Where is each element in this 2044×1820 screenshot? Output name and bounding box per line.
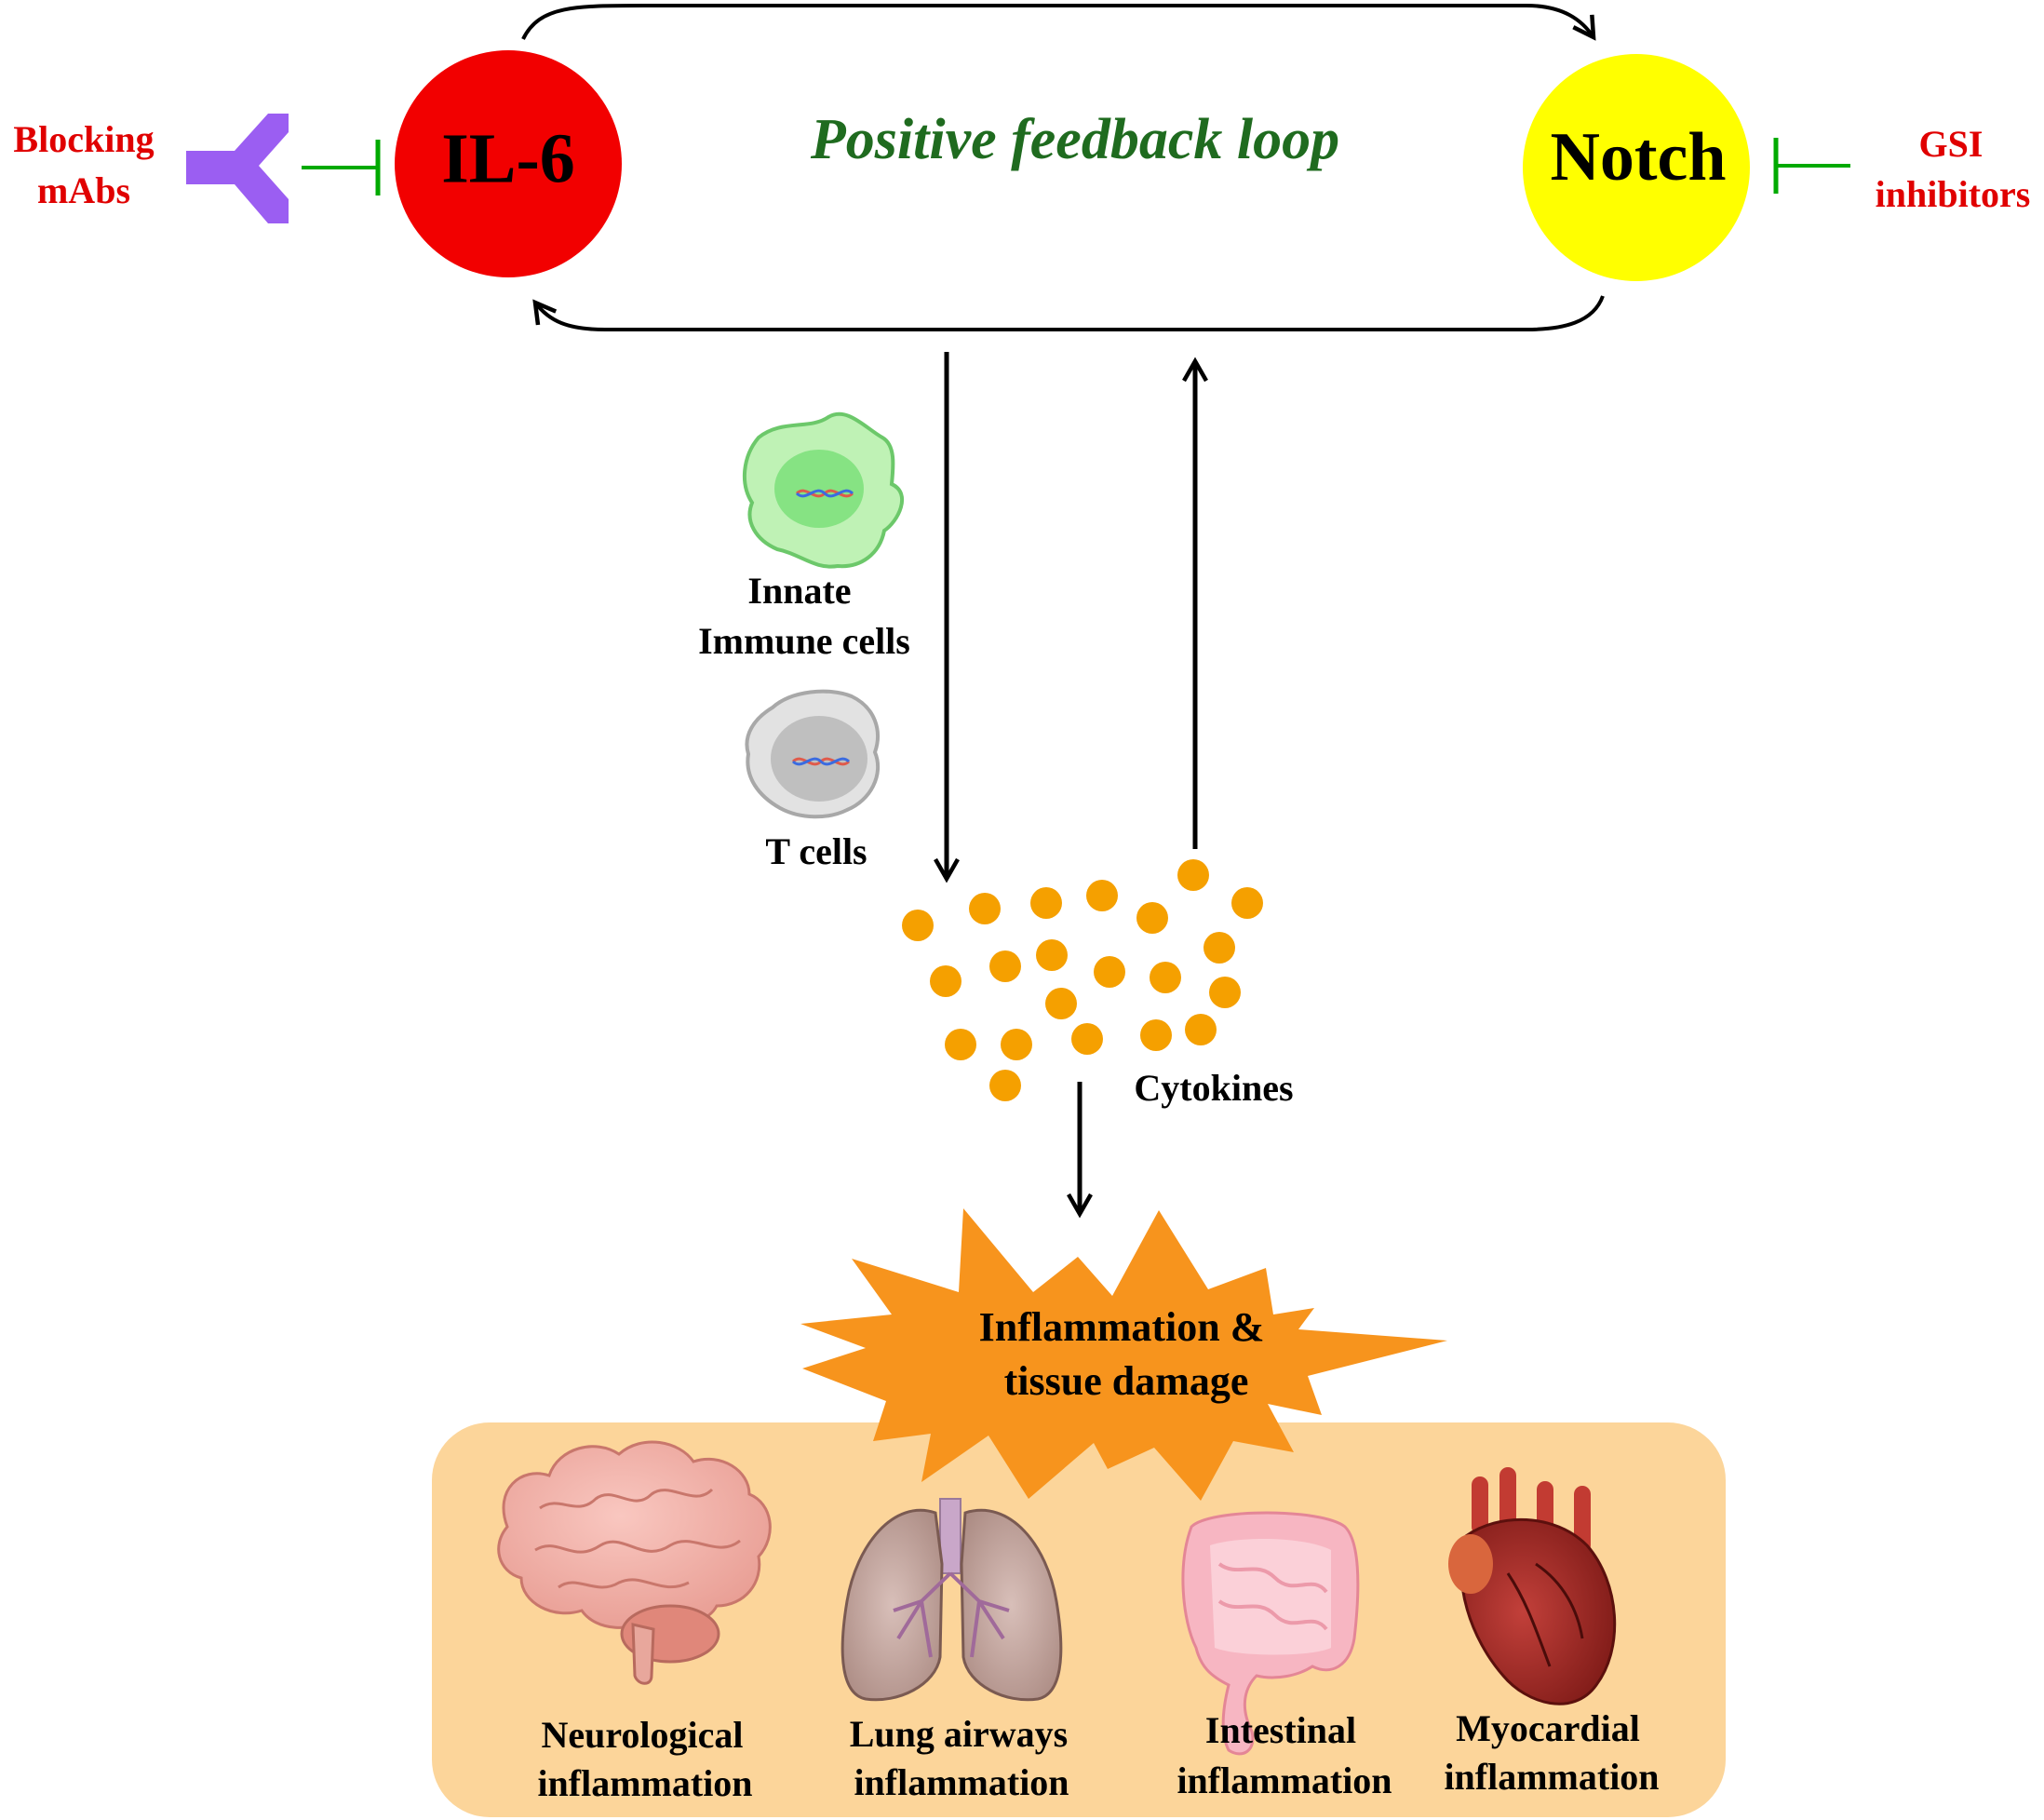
cytokine-dot [1036,939,1068,971]
cytokine-dot [989,950,1021,982]
cytokine-dot [1185,1014,1217,1045]
cytokine-dot [1177,859,1209,891]
organ-label-intestinal: Intestinal inflammation [1177,1709,1392,1801]
cytokine-dot [1071,1023,1103,1055]
intestine-icon [1181,1511,1360,1756]
cytokine-dot [1150,962,1181,993]
damage-label-line2: tissue damage [1004,1358,1249,1404]
organ-label-line2: inflammation [1444,1756,1659,1798]
innate-label-line1: Innate [747,570,851,612]
cytokine-dot [1030,887,1062,919]
loop-label: Positive feedback loop [810,108,1339,171]
organ-label-neurological: Neurological inflammation [537,1714,752,1804]
organ-label-line1: Lung airways [850,1713,1069,1755]
cytokine-dot [1045,988,1077,1019]
feedback-loop: IL-6 Notch Positive feedback loop [395,3,1750,331]
inflammation-burst [800,1208,1447,1501]
blocking-label-line1: Blocking [13,118,154,160]
cytokine-dot [1086,880,1118,911]
gsi-label-line1: GSI [1919,123,1983,165]
organ-label-line2: inflammation [1177,1759,1392,1801]
cytokine-dot [1136,902,1168,934]
notch-node [1523,54,1750,281]
cytokine-dot [1204,932,1235,964]
blocking-mabs-inhibitor: Blocking mAbs [13,114,381,223]
il6-node [395,50,622,277]
cytokine-dot [930,965,961,997]
loop-arrow-bottom [532,295,1605,331]
notch-label: Notch [1550,119,1726,195]
innate-label-line2: Immune cells [698,620,910,662]
cytokines-label: Cytokines [1134,1067,1293,1109]
innate-immune-cell: Innate Immune cells [698,411,910,662]
cytokine-dot [969,893,1001,924]
organ-label-line2: inflammation [854,1761,1069,1803]
cytokine-dot [902,910,934,941]
cytokine-dot [945,1029,976,1060]
cytokine-dot [989,1070,1021,1101]
damage-label-line1: Inflammation & [979,1304,1265,1350]
cytokine-dot [1001,1029,1032,1060]
il6-label: IL-6 [441,119,575,197]
cytokine-dot [1140,1019,1172,1051]
t-cell: T cells [745,689,881,872]
organ-label-myocardial: Myocardial inflammation [1444,1707,1659,1798]
cytokine-dot [1209,977,1241,1008]
gsi-label-line2: inhibitors [1876,173,2031,215]
organ-label-line1: Neurological [541,1714,743,1756]
heart-icon [1448,1467,1617,1705]
cytokine-dot [1094,956,1125,988]
brain-icon [497,1440,772,1685]
blocking-label-line2: mAbs [37,169,130,211]
t-cells-label: T cells [765,830,867,872]
loop-arrow-top [521,3,1596,41]
organ-label-line1: Intestinal [1205,1709,1356,1751]
organ-label-line2: inflammation [537,1762,752,1804]
cytokine-dot [1231,887,1263,919]
gsi-inhibitor: GSI inhibitors [1773,123,2031,215]
lungs-icon [840,1498,1063,1702]
organ-label-lung: Lung airways inflammation [850,1713,1069,1803]
organ-label-line1: Myocardial [1456,1707,1640,1749]
cytokine-particles [902,859,1263,1101]
antibody-icon [186,114,289,223]
